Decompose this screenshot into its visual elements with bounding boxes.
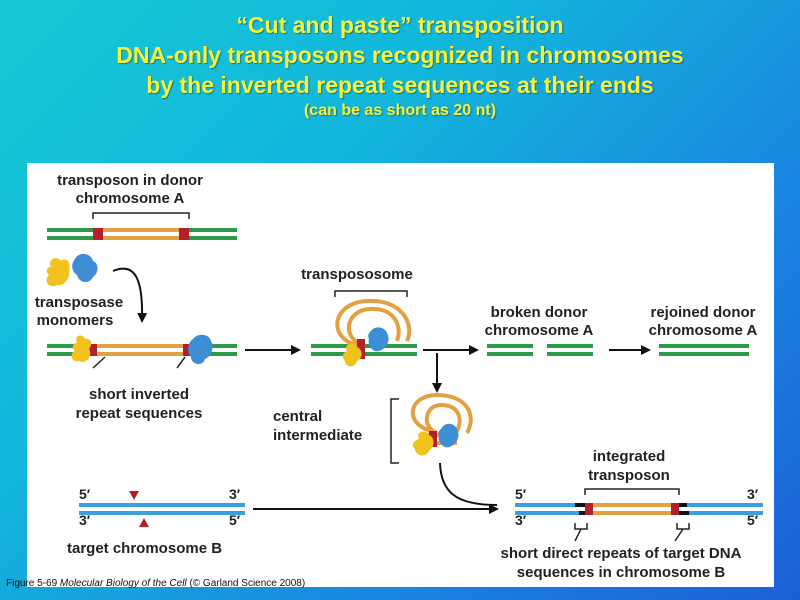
integrated-repeat-left: [585, 503, 593, 515]
integrated-label-1: integrated: [593, 448, 666, 465]
transposase-yellow-icon: [46, 258, 70, 287]
central-bracket: [390, 398, 399, 464]
central-label-2: intermediate: [273, 427, 362, 444]
bound-repeat-right: [183, 344, 191, 356]
transpososome-blue-icon: [368, 327, 389, 352]
title-line-2: DNA-only transposons recognized in chrom…: [116, 42, 684, 68]
monomers-label-1: transposase: [35, 294, 123, 311]
integrated-5prime-bottom: 5′: [747, 512, 759, 528]
transpososome-yellow-icon: [342, 343, 362, 367]
target-5prime-bottom: 5′: [229, 512, 241, 528]
integrated-5prime-top: 5′: [515, 486, 527, 502]
arrow-to-integration-curve: [439, 462, 498, 506]
direct-repeat-pointer-left: [574, 528, 582, 542]
transpososome-bracket: [334, 290, 408, 297]
central-intermediate: [410, 392, 473, 456]
transpososome-label: transpososome: [301, 266, 413, 283]
donor-chromosome-bound: [47, 334, 237, 365]
transpososome-repeat-1: [357, 339, 365, 351]
caption-book: Molecular Biology of the Cell: [59, 578, 187, 589]
caption-credit: (© Garland Science 2008): [189, 578, 306, 589]
integrated-3prime-bottom: 3′: [515, 512, 527, 528]
broken-donor-chromosome: [487, 344, 593, 356]
title-line-3: by the inverted repeat sequences at thei…: [146, 72, 654, 98]
target-chromosome: [79, 491, 245, 527]
integrated-bracket: [584, 488, 680, 495]
broken-label-2: chromosome A: [485, 322, 594, 339]
loop-inner: [346, 306, 401, 348]
slide-title: “Cut and paste” transposition DNA-only t…: [0, 10, 800, 122]
caption-figure: Figure 5-69: [6, 578, 58, 589]
target-label: target chromosome B: [67, 540, 222, 557]
central-yellow-icon: [412, 431, 434, 456]
central-loop-outer: [410, 392, 473, 434]
figure-caption: Figure 5-69 Molecular Biology of the Cel…: [6, 578, 305, 589]
transposition-diagram: transposon in donor chromosome A transpo…: [35, 172, 763, 581]
transposase-blue-icon: [72, 253, 98, 283]
direct-repeat-bracket-right: [676, 523, 690, 530]
central-repeat: [429, 431, 437, 447]
repeat-pointer-right: [176, 356, 186, 369]
direct-repeat-pointer-right: [674, 528, 684, 542]
title-line-1: “Cut and paste” transposition: [236, 12, 564, 38]
binding-arrow: [112, 267, 148, 323]
target-3prime-top: 3′: [229, 486, 241, 502]
integrated-label-2: transposon: [588, 467, 670, 484]
rejoined-donor-chromosome: [659, 344, 749, 356]
cut-site-bottom-icon: [139, 518, 149, 527]
title-line-4: (can be as short as 20 nt): [303, 102, 497, 119]
central-loop-inner: [425, 402, 462, 435]
direct-repeat-bracket-left: [574, 523, 588, 530]
integrated-chromosome: [515, 503, 763, 515]
monomers-label-2: monomers: [37, 312, 114, 329]
donor-label-1: transposon in donor: [57, 172, 203, 189]
repeat-pointer-left: [92, 356, 106, 369]
donor-label-2: chromosome A: [76, 190, 185, 207]
rejoined-label-2: chromosome A: [649, 322, 758, 339]
loop-outer: [335, 298, 412, 348]
repeats-label-1: short inverted: [89, 386, 189, 403]
repeats-label-2: repeat sequences: [76, 405, 203, 422]
transpososome: [311, 298, 417, 367]
inverted-repeat-left: [93, 228, 103, 240]
central-label-1: central: [273, 408, 322, 425]
integrated-repeat-right: [671, 503, 679, 515]
target-3prime-bottom: 3′: [79, 512, 91, 528]
target-5prime-top: 5′: [79, 486, 91, 502]
bound-transposase-yellow-icon: [71, 335, 92, 362]
donor-chromosome-top: [47, 228, 237, 240]
donor-bracket: [92, 212, 190, 219]
broken-label-1: broken donor: [491, 304, 588, 321]
bound-transposase-blue-icon: [188, 334, 213, 365]
transposase-monomers: [46, 253, 98, 287]
cut-site-top-icon: [129, 491, 139, 500]
rejoined-label-1: rejoined donor: [651, 304, 756, 321]
integrated-3prime-top: 3′: [747, 486, 759, 502]
direct-repeats-label-1: short direct repeats of target DNA: [501, 545, 742, 562]
direct-repeats-label-2: sequences in chromosome B: [517, 564, 726, 581]
central-blue-icon: [438, 423, 459, 448]
inverted-repeat-right: [179, 228, 189, 240]
figure-panel: transposon in donor chromosome A transpo…: [27, 163, 774, 587]
bound-repeat-left: [89, 344, 97, 356]
